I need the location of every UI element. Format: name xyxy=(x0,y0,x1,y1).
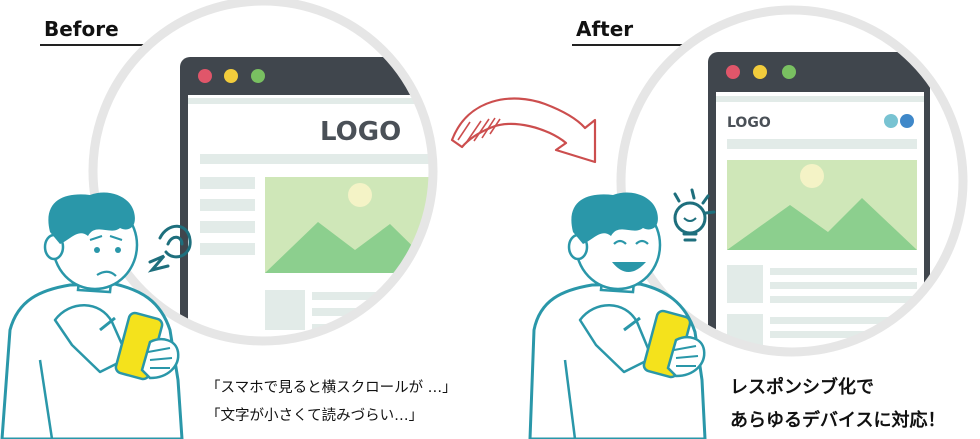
mountain-icon xyxy=(265,222,433,273)
lightbulb-icon xyxy=(673,188,716,242)
after-caption: レスポンシブ化で あらゆるデバイスに対応！ xyxy=(730,371,945,437)
after-heading: After xyxy=(576,17,634,41)
social-icon xyxy=(884,114,898,128)
window-close-dot xyxy=(726,65,740,79)
social-icon xyxy=(900,114,914,128)
confusion-scribble-icon xyxy=(147,224,192,273)
before-heading-underline xyxy=(40,44,163,46)
window-minimize-dot xyxy=(224,69,238,83)
before-heading: Before xyxy=(44,17,119,41)
sun-icon xyxy=(800,164,824,188)
before-caption-line: 「文字が小さくて読みづらい…」 xyxy=(206,408,424,424)
window-close-dot xyxy=(198,69,212,83)
before-caption: 「スマホで見ると横スクロールが …」 「文字が小さくて読みづらい…」 xyxy=(206,374,457,430)
after-responsive-browser: LOGO xyxy=(708,52,930,352)
sun-icon xyxy=(348,183,372,207)
after-caption-line: レスポンシブ化で xyxy=(730,377,874,398)
after-circle-outline xyxy=(616,5,968,357)
happy-person xyxy=(528,188,716,439)
window-minimize-dot xyxy=(753,65,767,79)
confused-person xyxy=(0,192,192,439)
before-circle-outline xyxy=(88,0,438,346)
after-nav-bar xyxy=(727,139,917,149)
after-caption-line: あらゆるデバイスに対応！ xyxy=(730,410,946,431)
before-desktop-browser: LOGO xyxy=(180,57,433,341)
transition-arrow xyxy=(450,97,597,164)
before-caption-line: 「スマホで見ると横スクロールが …」 xyxy=(206,380,457,396)
eye-icon xyxy=(94,247,100,253)
after-heading-underline xyxy=(572,44,695,46)
eye-icon xyxy=(115,247,121,253)
before-logo-text: LOGO xyxy=(320,117,401,147)
after-logo-text: LOGO xyxy=(727,115,771,131)
before-nav-bar xyxy=(200,154,433,164)
mountain-icon xyxy=(727,198,917,250)
window-maximize-dot xyxy=(782,65,796,79)
window-maximize-dot xyxy=(251,69,265,83)
